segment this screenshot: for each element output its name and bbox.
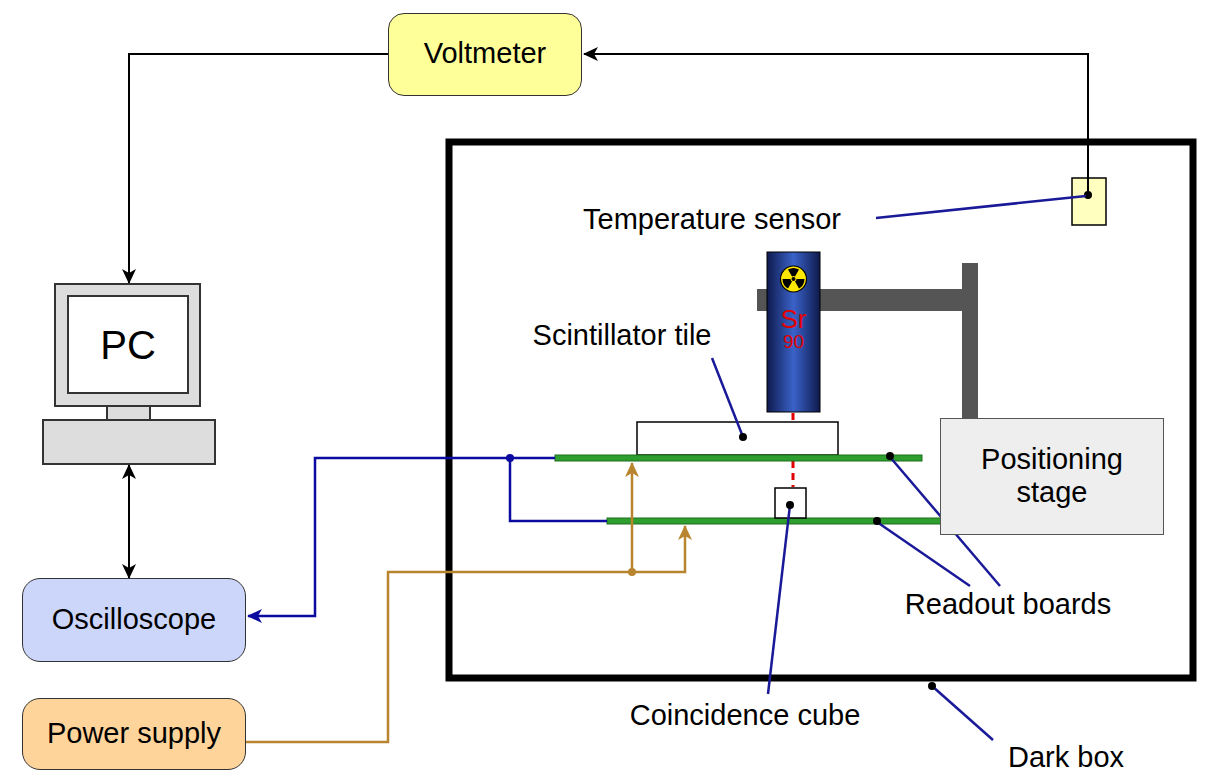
node-text: Power supply: [47, 717, 221, 750]
instrument-box: Power supply: [22, 698, 246, 770]
scintillator-tile: [637, 422, 838, 455]
source-body: [767, 252, 820, 412]
part-label: Temperature sensor: [583, 203, 841, 236]
power-wire: [246, 526, 685, 742]
stage-box: Positioning stage: [940, 418, 1164, 535]
instrument-box: Voltmeter: [388, 13, 582, 96]
part-label: Coincidence cube: [630, 699, 861, 732]
part-label: Readout boards: [905, 588, 1111, 621]
wire-dot: [506, 454, 514, 462]
part-label: Dark box: [1008, 741, 1124, 774]
wire-dot: [628, 568, 636, 576]
coincidence-cube: [775, 488, 806, 518]
node-text: Positioning stage: [957, 443, 1147, 510]
sensor-wire: [584, 54, 1088, 195]
instrument-box: Oscilloscope: [22, 578, 246, 662]
readout-board: [607, 518, 973, 524]
dark-box-outline: [449, 142, 1193, 678]
leader-dots: [739, 433, 936, 690]
node-text: 90: [783, 332, 804, 351]
node-text: Voltmeter: [424, 37, 547, 70]
part-label: Scintillator tile: [533, 319, 712, 352]
readout-board: [555, 455, 922, 461]
stand-post: [962, 263, 978, 425]
connector-arrow: [129, 54, 388, 283]
radiation-symbol: [781, 266, 807, 292]
connector-arrow: [128, 465, 130, 578]
node-text: Sr: [781, 306, 807, 332]
signal-wire: [510, 458, 607, 521]
source-label: Sr90: [767, 300, 820, 356]
node-text: PC: [68, 296, 188, 393]
computer: PC: [42, 283, 216, 465]
node-text: Oscilloscope: [52, 603, 216, 636]
power-wire: [631, 463, 634, 572]
computer-drawing: [42, 283, 216, 465]
